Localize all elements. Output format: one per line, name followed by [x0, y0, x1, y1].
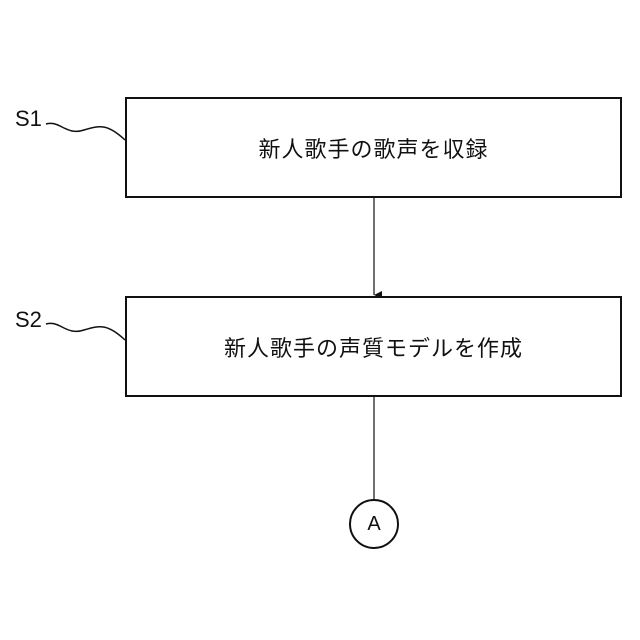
step-box-s1: 新人歌手の歌声を収録 [125, 97, 622, 198]
step-box-s2: 新人歌手の声質モデルを作成 [125, 296, 622, 397]
connector-label-a: A [354, 506, 394, 542]
leader-line-s2 [46, 323, 125, 340]
step-id-s1: S1 [15, 106, 42, 132]
leader-line-s1 [46, 123, 125, 140]
step-text-s2: 新人歌手の声質モデルを作成 [224, 331, 523, 363]
step-id-s2: S2 [15, 307, 42, 333]
step-text-s1: 新人歌手の歌声を収録 [258, 132, 488, 164]
